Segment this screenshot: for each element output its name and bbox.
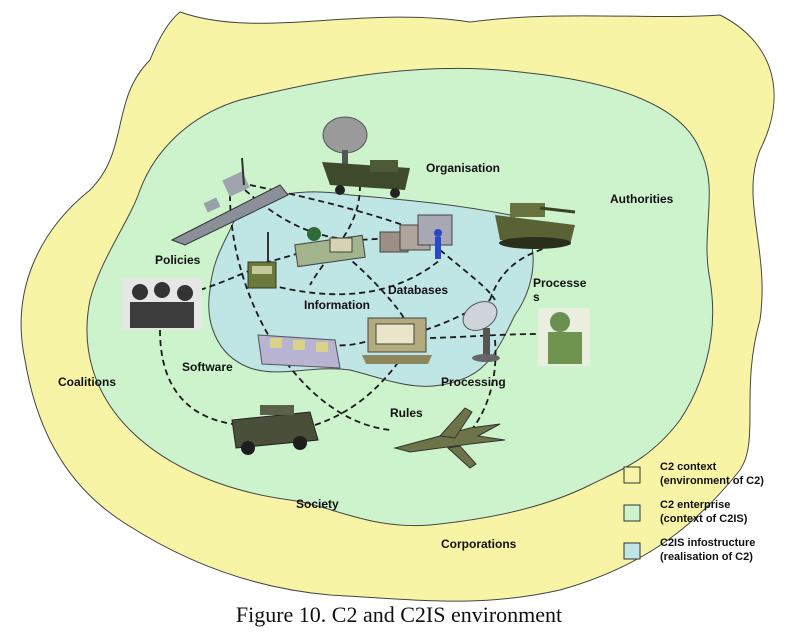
label-processes-line1: Processe [533,276,587,290]
radar-vehicle-icon [322,116,410,198]
satellite-dish-icon [462,301,500,362]
figure-caption: Figure 10. C2 and C2IS environment [236,602,562,627]
legend-infostructure-line2: (realisation of C2) [660,551,753,563]
label-authorities: Authorities [610,192,674,206]
soldiers-group-icon [122,278,202,330]
legend-enterprise-line2: (context of C2IS) [660,513,748,525]
label-processing: Processing [441,375,506,389]
label-databases: Databases [388,283,448,297]
legend: C2 context (environment of C2) C2 enterp… [623,461,764,563]
label-corporations: Corporations [441,537,517,551]
legend-enterprise-line1: C2 enterprise [660,499,730,511]
legend-swatch-context [623,466,641,484]
label-information: Information [304,298,370,312]
radio-icon [247,232,277,289]
label-coalitions: Coalitions [58,375,116,389]
label-processes-line2: s [533,290,540,304]
warship-icon [170,157,289,246]
legend-swatch-enterprise [623,504,641,522]
label-policies: Policies [155,253,201,267]
humvee-icon [231,405,319,455]
label-software: Software [182,360,233,374]
legend-infostructure-line1: C2IS infostructure [660,537,755,549]
computer-operator-icon [294,227,366,268]
fighter-jet-icon [393,407,506,469]
legend-context-line1: C2 context [660,461,717,473]
label-society: Society [296,497,339,511]
workstations-icon [257,334,341,369]
legend-swatch-infostructure [623,542,641,560]
label-rules: Rules [390,406,423,420]
server-room-icon [379,214,453,259]
label-organisation: Organisation [426,161,500,175]
soldier-binoculars-icon [538,308,590,366]
legend-context-line2: (environment of C2) [660,475,764,487]
tank-icon [495,203,576,249]
computer-terminal-icon [362,317,432,364]
